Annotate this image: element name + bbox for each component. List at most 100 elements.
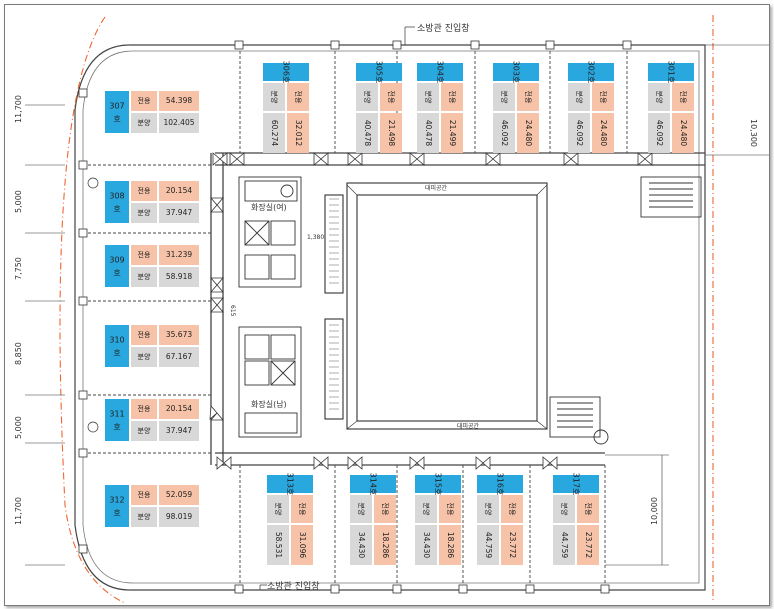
sale-area-value: 98.019 xyxy=(166,512,192,521)
dim-left-5: 5,000 xyxy=(14,416,23,439)
net-value-bg xyxy=(159,91,199,111)
unit-number: 316호 xyxy=(496,473,505,496)
dim-left-4: 8,850 xyxy=(14,342,23,365)
net-area-value: 31.239 xyxy=(166,250,192,259)
sale-kind-label: 분양 xyxy=(575,91,583,104)
unit-number-bg xyxy=(477,475,523,493)
escape-top-label: 대피공간 xyxy=(425,184,448,192)
net-kind-label: 전용 xyxy=(381,503,390,516)
sale-kind-label: 분양 xyxy=(484,503,492,516)
section-markers xyxy=(87,177,99,433)
net-kind-bg xyxy=(441,83,463,111)
sale-area-value: 34.430 xyxy=(357,532,366,558)
sale-area-value: 40.478 xyxy=(424,120,433,146)
unit-number: 306호 xyxy=(282,61,291,84)
net-area-value: 52.059 xyxy=(166,490,192,499)
unit-number: 317호 xyxy=(572,473,581,496)
stair-south-east xyxy=(549,396,609,445)
atrium xyxy=(324,182,548,430)
net-value-bg xyxy=(159,181,199,201)
net-area-value: 20.154 xyxy=(166,186,192,195)
sale-value-bg xyxy=(159,507,199,527)
structural-columns xyxy=(78,40,632,594)
net-kind-label: 전용 xyxy=(446,503,455,516)
net-value-bg xyxy=(517,113,539,153)
unit-number: 303호 xyxy=(512,61,521,84)
sale-value-bg xyxy=(159,347,199,367)
sale-kind-label: 분양 xyxy=(138,209,151,217)
sale-kind-bg xyxy=(417,83,439,111)
sale-kind-label: 분양 xyxy=(138,513,151,521)
sale-kind-label: 분양 xyxy=(138,427,151,435)
net-area-value: 23.772 xyxy=(584,532,593,558)
net-area-value: 18.286 xyxy=(446,532,455,558)
unit-number: 313호 xyxy=(286,473,295,496)
unit-number: 304호 xyxy=(436,61,445,84)
net-value-bg xyxy=(501,525,523,565)
net-kind-bg xyxy=(439,495,461,523)
unit-number-suffix: 호 xyxy=(113,423,120,432)
net-kind-label: 전용 xyxy=(508,503,517,516)
floor-plan: 소방관 진입창 소방관 진입창 11,700 5,000 7,750 8,850… xyxy=(14,15,769,604)
net-area-value: 35.673 xyxy=(166,330,192,339)
unit-partitions-left xyxy=(83,164,211,454)
unit-number: 309 xyxy=(109,256,124,265)
net-value-bg xyxy=(159,399,199,419)
sale-area-value: 60.274 xyxy=(270,120,279,146)
sale-value-bg xyxy=(568,113,590,153)
unit-number: 307 xyxy=(109,102,124,111)
building-outline xyxy=(74,44,706,591)
net-kind-bg xyxy=(517,83,539,111)
net-value-bg xyxy=(577,525,599,565)
unit-number-bg xyxy=(105,325,129,367)
net-area-value: 21.499 xyxy=(448,120,457,146)
unit-number: 314호 xyxy=(369,473,378,496)
sale-value-bg xyxy=(477,525,499,565)
sale-kind-bg xyxy=(131,507,157,527)
sale-area-value: 34.430 xyxy=(422,532,431,558)
unit-number: 302호 xyxy=(587,61,596,84)
dim-right-top: 10,300 xyxy=(749,119,758,147)
sale-area-value: 44.759 xyxy=(484,532,493,558)
dim-1380: 1,380 xyxy=(307,234,324,241)
sale-kind-bg xyxy=(267,495,289,523)
net-value-bg xyxy=(380,113,402,153)
net-kind-label: 전용 xyxy=(138,330,151,339)
net-kind-bg xyxy=(374,495,396,523)
sale-area-value: 46.092 xyxy=(500,120,509,146)
sale-kind-label: 분양 xyxy=(500,91,508,104)
unit-number-bg xyxy=(350,475,396,493)
net-kind-bg xyxy=(287,83,309,111)
net-kind-bg xyxy=(131,91,157,111)
escape-bottom-label: 대피공간 xyxy=(457,422,480,430)
net-kind-bg xyxy=(501,495,523,523)
sale-kind-bg xyxy=(568,83,590,111)
toilet-south-label: 화장실(남) xyxy=(251,399,287,409)
sale-kind-label: 분양 xyxy=(270,91,278,104)
net-area-value: 23.772 xyxy=(508,532,517,558)
sale-kind-bg xyxy=(415,495,437,523)
unit-number: 310 xyxy=(109,336,124,345)
unit-number: 301호 xyxy=(667,61,676,84)
sale-kind-label: 분양 xyxy=(560,503,568,516)
unit-number-bg xyxy=(267,475,313,493)
sale-kind-label: 분양 xyxy=(655,91,663,104)
sale-value-bg xyxy=(493,113,515,153)
sale-kind-label: 분양 xyxy=(424,91,432,104)
net-area-value: 21.498 xyxy=(387,120,396,146)
net-value-bg xyxy=(441,113,463,153)
sale-area-value: 46.092 xyxy=(655,120,664,146)
net-kind-bg xyxy=(131,325,157,345)
net-kind-bg xyxy=(131,485,157,505)
unit-number: 311 xyxy=(109,410,124,419)
sale-kind-bg xyxy=(131,113,157,133)
corridor-walls xyxy=(210,152,705,466)
dim-right-bottom: 10,000 xyxy=(650,497,659,525)
